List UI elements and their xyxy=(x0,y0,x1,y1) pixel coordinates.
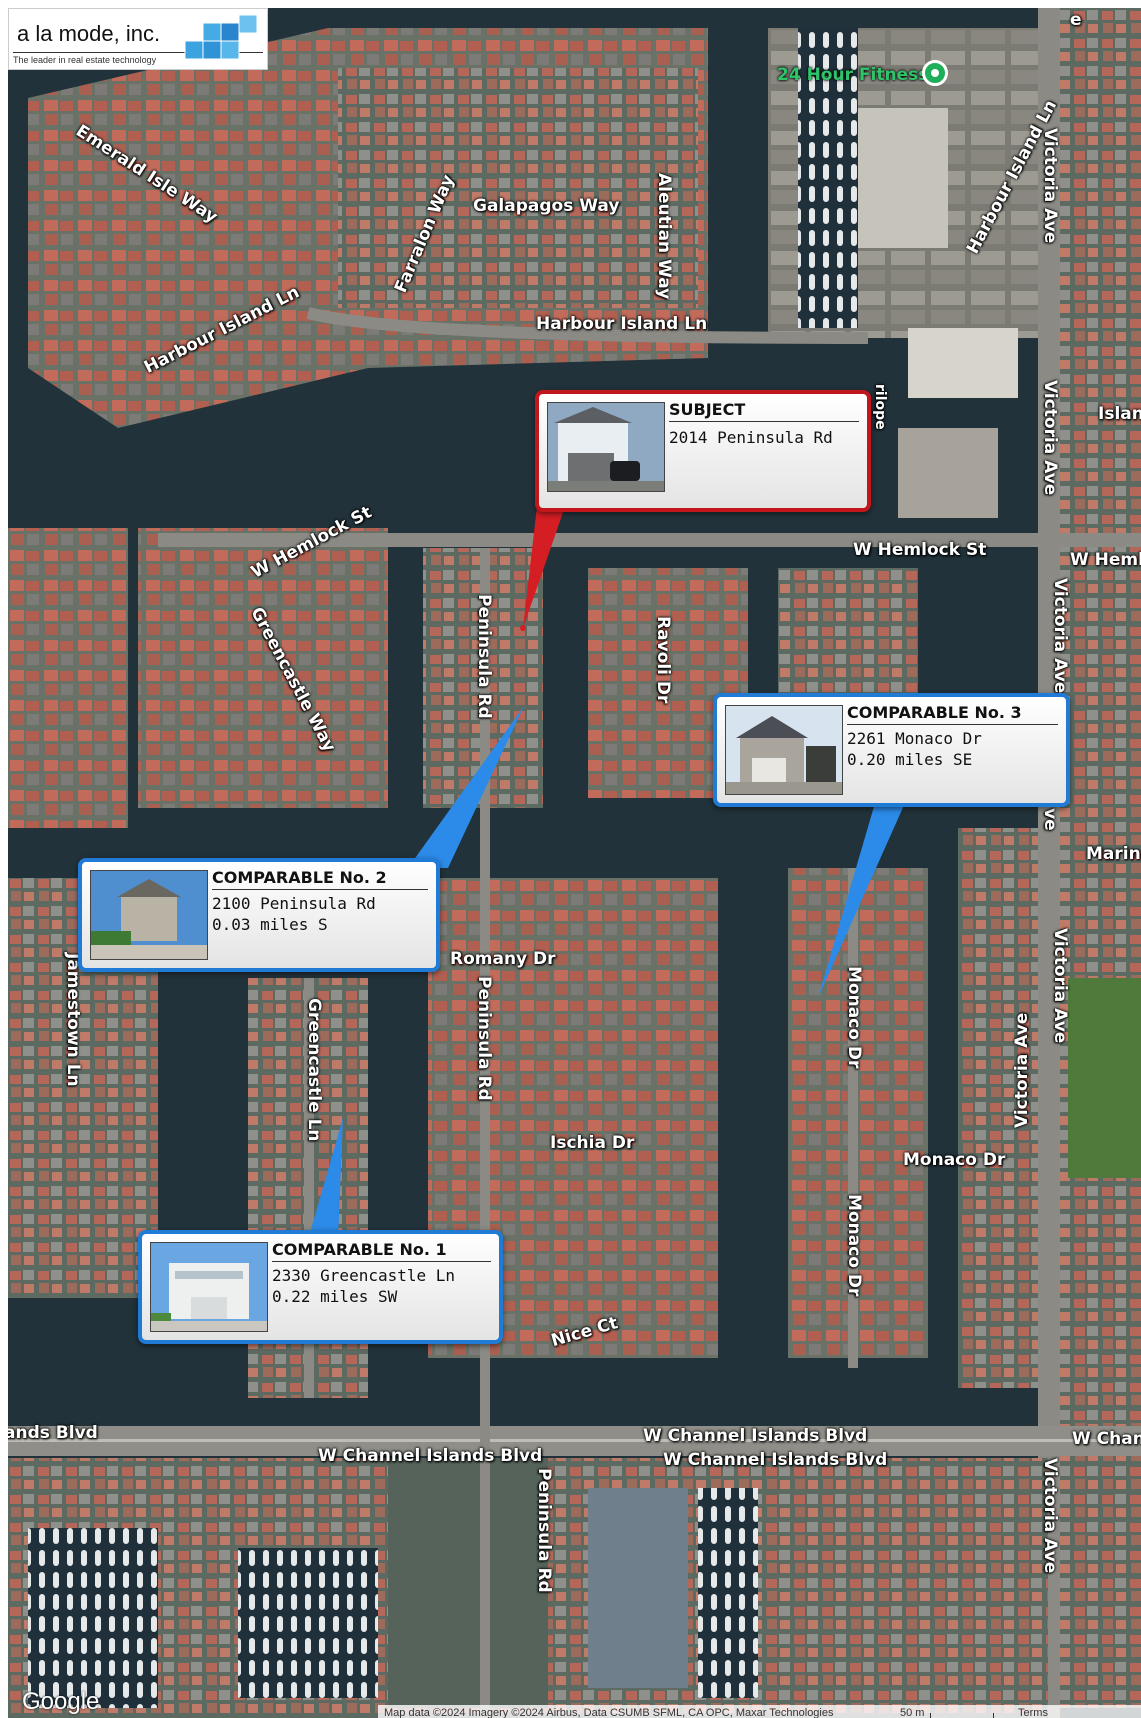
comparable-2-title: COMPARABLE No. 2 xyxy=(212,868,428,890)
comparable-1-title: COMPARABLE No. 1 xyxy=(272,1240,491,1262)
street-label: Harbour Island Ln xyxy=(536,314,708,334)
poi-label[interactable]: 24 Hour Fitness xyxy=(777,65,929,85)
subject-photo xyxy=(547,402,665,492)
comparable-3-callout[interactable]: COMPARABLE No. 3 2261 Monaco Dr 0.20 mil… xyxy=(713,693,1070,807)
poi-pin-icon[interactable] xyxy=(922,60,948,86)
comparable-2-pointer xyxy=(408,706,524,868)
street-label: Marina xyxy=(1086,844,1141,864)
comparable-2-distance: 0.03 miles S xyxy=(212,915,328,934)
comparable-3-pointer xyxy=(818,803,905,998)
subject-pointer xyxy=(523,498,568,628)
comparable-2-callout[interactable]: COMPARABLE No. 2 2100 Peninsula Rd 0.03 … xyxy=(78,858,440,972)
street-label: W Channel Islands Blvd xyxy=(663,1450,888,1470)
terms-link[interactable]: Terms xyxy=(1018,1707,1048,1718)
logo-tagline: The leader in real estate technology xyxy=(13,55,157,65)
comparable-1-photo xyxy=(150,1242,268,1332)
street-label: W Channel Islands Blvd xyxy=(643,1426,868,1446)
google-logo: Google xyxy=(22,1688,100,1715)
street-label: Monaco Dr xyxy=(903,1150,1006,1170)
comparable-1-address: 2330 Greencastle Ln xyxy=(272,1266,456,1285)
street-label: e xyxy=(1070,10,1082,30)
comparable-3-photo xyxy=(725,705,843,795)
street-label: Island xyxy=(1098,404,1141,424)
company-logo: a la mode, inc. The leader in real estat… xyxy=(8,8,268,70)
subject-marker[interactable] xyxy=(520,625,526,631)
comparable-1-distance: 0.22 miles SW xyxy=(272,1287,398,1306)
subject-address: 2014 Peninsula Rd xyxy=(669,428,833,447)
comparable-2-photo xyxy=(90,870,208,960)
scale-bar xyxy=(930,1713,994,1718)
scale-label: 50 m xyxy=(900,1707,925,1718)
street-label: Ischia Dr xyxy=(550,1133,635,1153)
street-label: W Channel Islands Blvd xyxy=(318,1446,543,1466)
cubes-logo-icon xyxy=(184,14,258,60)
comparable-1-pointer xyxy=(308,1118,343,1240)
street-label: ands Blvd xyxy=(8,1423,98,1443)
street-label: Romany Dr xyxy=(450,949,556,969)
map-attribution: Map data ©2024 Imagery ©2024 Airbus, Dat… xyxy=(378,1705,1141,1718)
callout-pointers xyxy=(308,498,905,1240)
comparable-1-callout[interactable]: COMPARABLE No. 1 2330 Greencastle Ln 0.2… xyxy=(138,1230,503,1344)
subject-callout[interactable]: SUBJECT 2014 Peninsula Rd xyxy=(535,390,871,512)
map-view[interactable]: a la mode, inc. The leader in real estat… xyxy=(8,8,1141,1718)
attribution-text: Map data ©2024 Imagery ©2024 Airbus, Dat… xyxy=(384,1707,834,1718)
comparable-3-title: COMPARABLE No. 3 xyxy=(847,703,1058,725)
street-label: W Chan xyxy=(1072,1429,1141,1449)
logo-name: a la mode, inc. xyxy=(17,21,161,46)
logo-rule xyxy=(13,52,263,53)
street-label: W Heml xyxy=(1070,550,1141,570)
comparable-3-address: 2261 Monaco Dr xyxy=(847,729,982,748)
street-label: Galapagos Way xyxy=(473,196,620,216)
comparable-3-distance: 0.20 miles SE xyxy=(847,750,973,769)
street-label: W Hemlock St xyxy=(853,540,987,560)
comparable-2-address: 2100 Peninsula Rd xyxy=(212,894,376,913)
subject-title: SUBJECT xyxy=(669,400,859,422)
